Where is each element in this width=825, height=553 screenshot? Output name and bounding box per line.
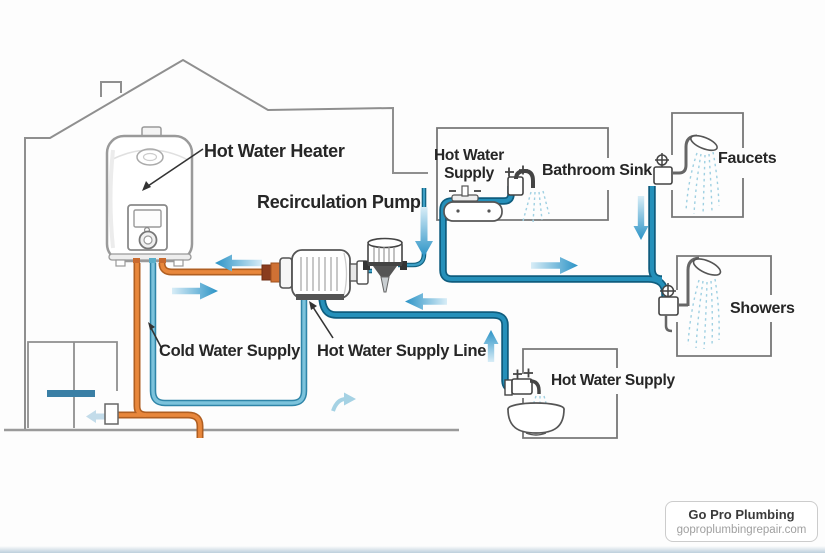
water-spray-icon: [687, 278, 720, 350]
company-badge: Go Pro Plumbing goproplumbingrepair.com: [665, 501, 818, 542]
check-valve-icon: [363, 237, 407, 293]
sink-hot-water-supply-label: Hot Water Supply: [427, 147, 511, 183]
flow-arrow-left-icon: [215, 254, 262, 272]
shower-head-icon: [671, 134, 718, 175]
sink-hot-water-supply-line2: Supply: [444, 165, 494, 182]
cold-water-pipe: [149, 263, 308, 407]
sink-hot-water-supply-line1: Hot Water: [434, 147, 504, 164]
showers-box: [676, 255, 772, 357]
bottom-faucet-icon: [504, 368, 541, 396]
cold-water-supply-label: Cold Water Supply: [159, 342, 300, 360]
pointer-lines: [142, 148, 334, 348]
sink-faucet-icon: [449, 185, 481, 202]
cold-inlet-pipe-orange: [118, 262, 264, 438]
flow-arrow-up-icon: [483, 330, 499, 362]
flow-arrow-left-icon: [405, 293, 447, 310]
sink-bowl-icon: [507, 402, 565, 436]
flow-arrow-down-icon: [415, 207, 433, 257]
hot-water-heater-label: Hot Water Heater: [204, 141, 345, 161]
hot-water-supply-line-label: Hot Water Supply Line: [317, 342, 487, 360]
faucet-valve-icon: [653, 153, 673, 185]
meter-flow-arrow-icon: [331, 392, 356, 412]
water-spray-icon: [685, 151, 720, 216]
company-website: goproplumbingrepair.com: [676, 524, 807, 536]
cold-pointer-line: [149, 325, 162, 348]
valve-flow-arrow-icon: [86, 410, 110, 423]
bathroom-sink-label: Bathroom Sink: [542, 162, 652, 179]
flow-arrow-right-icon: [172, 282, 218, 300]
bathroom-sink-box: [436, 127, 609, 221]
sink-basin-icon: [443, 201, 503, 222]
recirculation-pump-label: Recirculation Pump: [257, 192, 421, 212]
shutoff-valve-icon: [104, 403, 119, 425]
faucets-box: [671, 112, 744, 218]
house-outline: [24, 58, 428, 430]
water-meter-icon: [27, 341, 118, 428]
shower-valve-icon: [658, 283, 679, 333]
flow-arrow-right-icon: [531, 257, 578, 274]
shower-head-icon: [678, 256, 722, 307]
heater-pointer-line: [144, 148, 204, 189]
water-heater-icon: [105, 126, 194, 267]
water-spray-icon: [522, 190, 550, 224]
flow-arrow-down-icon: [633, 196, 649, 240]
hotline-pointer-line: [310, 303, 334, 339]
chimney-outline: [100, 81, 122, 97]
flow-arrows: [86, 196, 649, 423]
bathroom-faucet-icon: [505, 165, 535, 196]
recirculation-pump-icon: [261, 249, 369, 300]
bottom-hot-water-supply-label: Hot Water Supply: [551, 372, 675, 389]
bottom-edge-tint: [0, 546, 825, 553]
showers-label: Showers: [730, 300, 795, 317]
company-name: Go Pro Plumbing: [688, 507, 795, 522]
faucets-label: Faucets: [718, 150, 777, 167]
